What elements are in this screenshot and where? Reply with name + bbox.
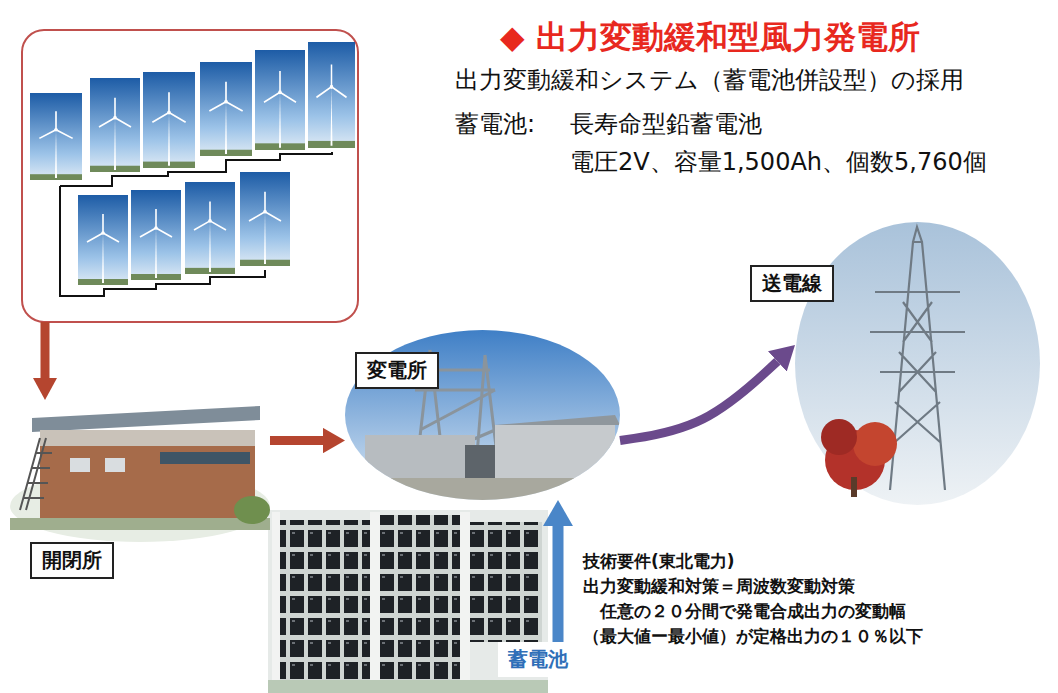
node-label: 変電所	[355, 352, 439, 389]
flow-arrow	[553, 526, 564, 642]
wind-turbine-photos	[30, 42, 355, 285]
note-text: 長寿命型鉛蓄電池	[570, 108, 762, 140]
note-text: 出力変動緩和システム（蓄電池併設型）の採用	[455, 64, 964, 96]
substation: 変電所	[345, 330, 620, 500]
transmission-line: 送電線	[795, 222, 1040, 505]
feed-arrow	[33, 322, 57, 400]
note-text: 出力変動緩和対策＝周波数変動対策	[583, 575, 855, 598]
wind-farm-frame	[22, 30, 358, 322]
page-title: ◆ 出力変動緩和型風力発電所	[500, 16, 920, 60]
node-label: 送電線	[750, 265, 834, 302]
flow-arrow	[270, 436, 323, 445]
note-text: 任意の２０分間で発電合成出力の変動幅	[600, 600, 906, 623]
switching-station: 開閉所	[10, 378, 270, 580]
flow-arrow	[620, 361, 777, 440]
battery: 蓄電池	[498, 642, 578, 677]
note-text: 電圧2V、容量1,500Ah、個数5,760個	[570, 146, 987, 178]
note-text: 技術要件(東北電力)	[583, 550, 735, 573]
note-text: （最大値ー最小値）が定格出力の１０％以下	[583, 625, 923, 648]
node-label: 開閉所	[30, 542, 114, 579]
note-text: 蓄電池:	[455, 108, 535, 140]
node-label: 蓄電池	[498, 642, 578, 677]
